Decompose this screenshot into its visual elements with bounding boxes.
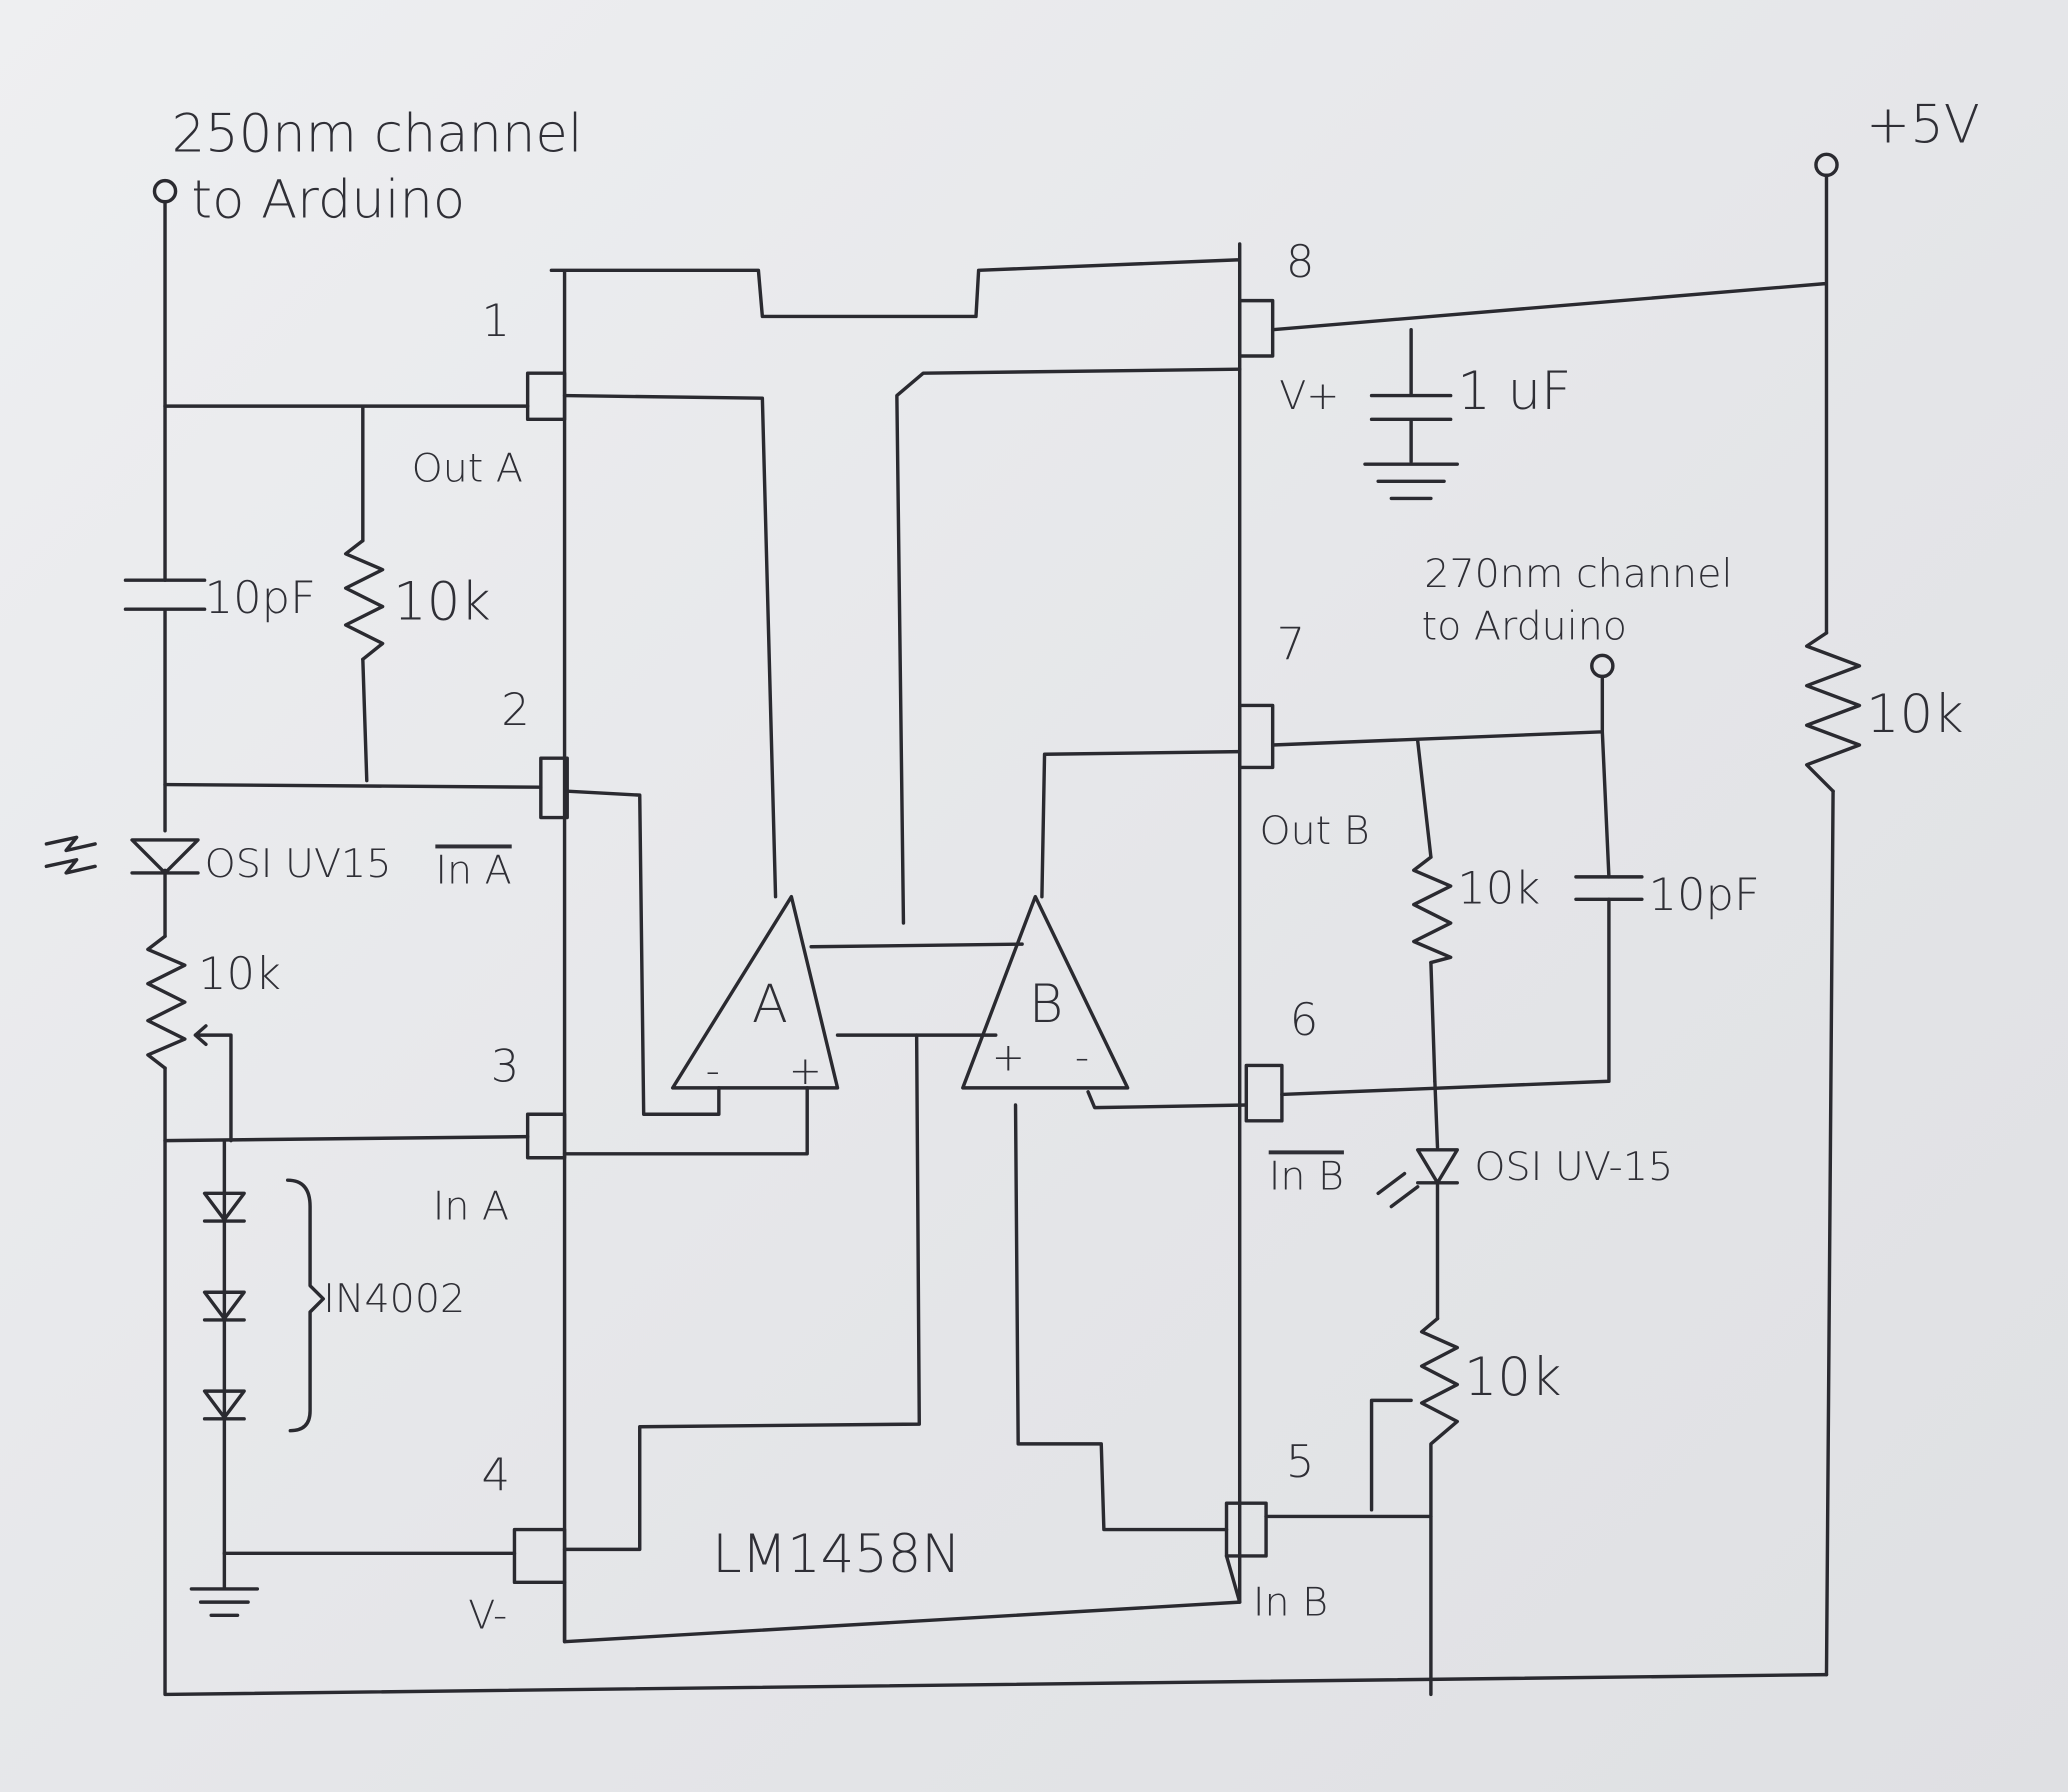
- label-cap-a: 10pF: [205, 571, 316, 624]
- opamp-a-plus-sign: +: [789, 1048, 822, 1094]
- resistor-10k-a: [343, 538, 385, 662]
- ground-icon-supply: [1363, 462, 1459, 501]
- label-pot-b: 10k: [1464, 1347, 1562, 1408]
- pin-number-5: 5: [1286, 1435, 1315, 1488]
- label-in-a: In A: [433, 1184, 509, 1230]
- ground-icon-a: [189, 1551, 260, 1618]
- label-cap-1uf: 1 uF: [1457, 361, 1571, 422]
- opamp-a-minus-sign: -: [706, 1048, 720, 1094]
- opamp-b-plus-sign: +: [992, 1035, 1025, 1081]
- label-opamp-b: B: [1029, 974, 1064, 1035]
- label-res-b: 10k: [1457, 861, 1540, 914]
- wire-out-b: [1270, 674, 1611, 1097]
- wire-pin6-to-b-minus: [1086, 1090, 1249, 1110]
- label-to-arduino-a: to Arduino: [191, 170, 465, 231]
- label-photodiode-b: OSI UV-15: [1474, 1144, 1673, 1190]
- terminal-270nm[interactable]: [1590, 653, 1615, 679]
- pin3-box: [525, 1112, 567, 1160]
- opamp-b-triangle: [961, 894, 1130, 1090]
- wire-vplus: [895, 367, 1242, 925]
- label-photodiode-a: OSI UV15: [205, 841, 392, 887]
- label-270nm-channel: 270nm channel: [1424, 551, 1732, 597]
- photodiode-b: [1376, 1079, 1459, 1321]
- pin6-box: [1244, 1063, 1284, 1123]
- wire-in-b: [1224, 1514, 1433, 1697]
- pin7-box: [1237, 703, 1275, 770]
- label-diodes: IN4002: [323, 1276, 465, 1322]
- wire-vminus: [562, 1033, 921, 1552]
- pin-boxes: [512, 298, 1284, 1585]
- label-out-a: Out A: [412, 445, 523, 491]
- label-res-a: 10k: [393, 572, 491, 633]
- label-out-b: Out B: [1259, 808, 1369, 854]
- label-in-b-inverting: In B: [1269, 1153, 1344, 1199]
- wire-in-a: [163, 1134, 530, 1143]
- photodiode-a: [44, 835, 200, 875]
- wire-amp-link: [809, 942, 1024, 1037]
- wire-supply: [1270, 173, 1835, 1677]
- label-opamp-a: A: [752, 974, 788, 1035]
- terminal-250nm[interactable]: [152, 178, 178, 204]
- label-res-pullup: 10k: [1866, 684, 1964, 745]
- wire-pin5-to-b-plus: [1013, 1103, 1229, 1532]
- chip-outline: [549, 242, 1242, 1644]
- pin-number-6: 6: [1290, 993, 1319, 1046]
- label-pot-a: 10k: [198, 947, 281, 1000]
- wire-pin1-to-out-a: [562, 393, 778, 899]
- potentiometer-10k-a: [146, 934, 233, 1143]
- label-cap-b: 10pF: [1648, 868, 1759, 921]
- wire-pin3-to-a-plus: [562, 1086, 809, 1156]
- pin1-box: [525, 371, 567, 422]
- pin5-box: [1224, 1501, 1268, 1558]
- opamp-a-triangle: [670, 894, 840, 1090]
- label-v-minus: V-: [468, 1592, 507, 1638]
- resistor-10k-b: [1412, 855, 1453, 965]
- pin-number-1: 1: [481, 294, 510, 347]
- capacitor-1uf: [1369, 327, 1453, 464]
- pin-number-7: 7: [1277, 617, 1306, 670]
- resistor-10k-pullup: [1804, 631, 1862, 793]
- wire-left-rail: [163, 200, 1829, 1697]
- wire-out-a: [163, 404, 543, 789]
- wire-pin7-to-out-b: [1040, 749, 1242, 899]
- pin2-box: [539, 756, 569, 820]
- capacitor-10pf-b: [1574, 875, 1644, 902]
- diode-string-in4002: [202, 1138, 325, 1556]
- capacitor-10pf-a: [123, 578, 207, 611]
- opamp-b-minus-sign: -: [1075, 1035, 1089, 1081]
- label-plus-5v: +5V: [1866, 94, 1980, 155]
- label-in-a-inverting: In A: [435, 847, 511, 893]
- pin-number-4: 4: [481, 1448, 510, 1501]
- label-v-plus: V+: [1279, 373, 1339, 419]
- pin8-box: [1237, 298, 1275, 358]
- pin4-box: [512, 1527, 567, 1585]
- label-250nm-channel: 250nm channel: [172, 104, 583, 165]
- label-to-arduino-b: to Arduino: [1422, 604, 1627, 650]
- label-in-b: In B: [1253, 1579, 1328, 1625]
- label-chip-name: LM1458N: [712, 1524, 961, 1585]
- terminal-plus-5v[interactable]: [1814, 152, 1839, 178]
- wire-pin2-to-a-minus: [565, 789, 721, 1116]
- pin-number-3: 3: [491, 1039, 520, 1092]
- potentiometer-10k-b: [1369, 1316, 1459, 1519]
- pin-number-8: 8: [1286, 235, 1315, 288]
- pin-number-2: 2: [501, 683, 530, 736]
